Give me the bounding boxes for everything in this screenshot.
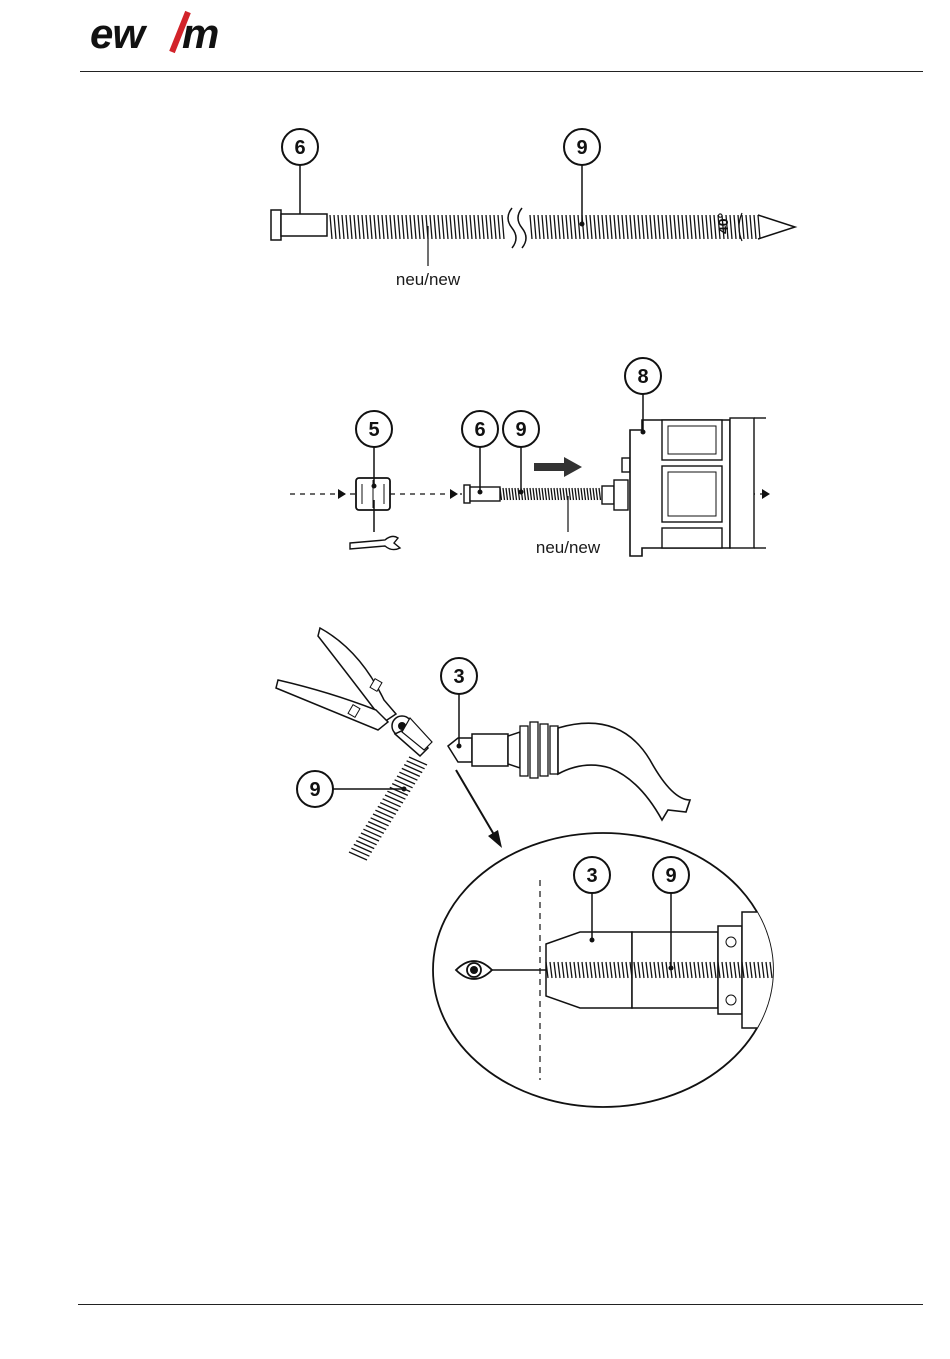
detail-arrow — [456, 770, 496, 838]
svg-text:3: 3 — [453, 666, 464, 688]
cut-liner-piece — [349, 757, 427, 860]
svg-text:9: 9 — [665, 865, 676, 887]
footer-rule — [78, 1304, 923, 1305]
figure-liner-trimming: 9 3 — [0, 0, 950, 1120]
side-cutter-pliers — [276, 628, 432, 756]
svg-text:9: 9 — [309, 779, 320, 801]
torch-neck — [448, 722, 690, 820]
svg-text:3: 3 — [586, 865, 597, 887]
